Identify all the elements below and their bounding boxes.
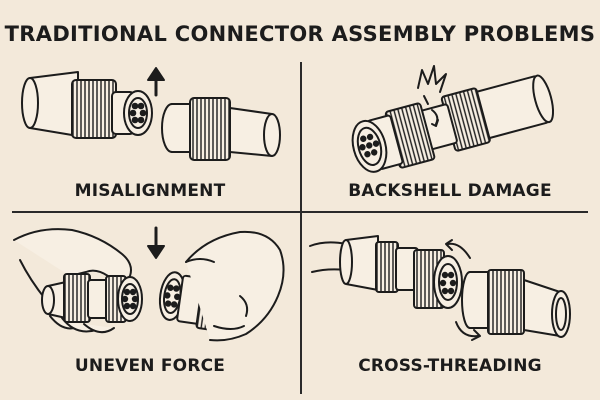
panel-misalignment xyxy=(21,67,281,161)
down-arrow-icon xyxy=(147,226,165,259)
right-connector xyxy=(161,97,281,161)
panel-label-cross-threading: CROSS-THREADING xyxy=(358,356,542,376)
panel-label-misalignment: MISALIGNMENT xyxy=(74,181,226,201)
rotation-arrow-icon xyxy=(431,109,439,127)
left-threaded-connector xyxy=(339,235,463,309)
impact-burst-icon xyxy=(417,65,447,105)
panel-backshell-damage xyxy=(351,65,555,173)
damaged-connector xyxy=(351,74,555,173)
panel-uneven-force xyxy=(13,226,285,342)
up-arrow-icon xyxy=(147,67,165,97)
left-connector xyxy=(21,71,153,139)
panel-cross-threading xyxy=(309,235,571,341)
vertical-divider xyxy=(300,62,302,394)
rotation-arrow-icon xyxy=(455,321,481,341)
left-held-connector xyxy=(41,273,143,323)
hand-icon xyxy=(185,230,285,342)
cable xyxy=(309,241,347,247)
right-threaded-connector xyxy=(461,269,571,338)
rotation-arrow-icon xyxy=(445,239,471,259)
panel-label-uneven-force: UNEVEN FORCE xyxy=(74,356,226,376)
panel-label-backshell-damage: BACKSHELL DAMAGE xyxy=(348,181,552,201)
page-title: TRADITIONAL CONNECTOR ASSEMBLY PROBLEMS xyxy=(4,22,596,46)
